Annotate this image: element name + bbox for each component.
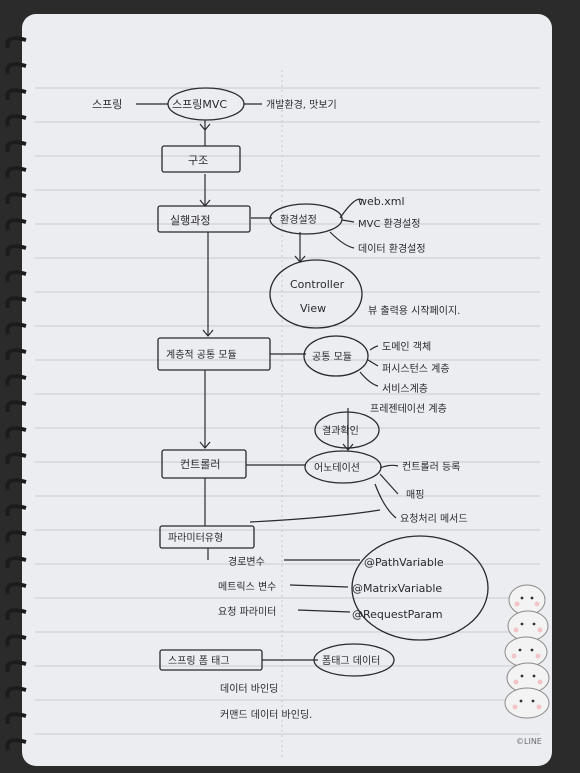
ellipse-controller: Controller [290,278,345,291]
line-watermark: ©LINE [516,737,542,746]
diagram-boxes [157,145,271,671]
form-command-binding: 커맨드 데이터 바인딩. [220,709,312,721]
annotation-matrix-variable: @MatrixVariable [352,582,442,595]
box-layered-modules: 계층적 공통 모듈 [166,349,237,361]
param-request: 요청 파라미터 [218,606,276,618]
controller-mapping: 매핑 [406,489,424,501]
ruled-lines [35,87,540,735]
config-data: 데이터 환경설정 [358,242,426,255]
ellipse-common-module: 공통 모듈 [312,351,352,363]
ellipse-env-setup: 환경설정 [280,213,317,226]
box-param-types: 파라미터유형 [168,532,223,544]
note-spring-mvc: 스프링MVC [172,98,227,111]
diagram-ellipses [167,87,489,677]
box-execution-flow: 실행과정 [170,214,210,227]
ellipse-annotation: 어노테이션 [314,462,360,474]
ellipse-view: View [300,302,326,315]
param-matrix-variable: 메트릭스 변수 [218,581,276,593]
config-web-xml: web.xml [358,195,405,208]
note-dev-env: 개발환경, 맛보기 [266,98,337,111]
diagram-connectors [136,103,399,661]
notebook-page [22,14,552,766]
ellipse-result-check: 결과확인 [322,425,359,437]
form-data-binding: 데이터 바인딩 [220,683,278,695]
box-controller: 컨트롤러 [180,458,220,471]
note-start-page: 뷰 출력용 시작페이지. [368,305,460,317]
param-path-variable: 경로변수 [228,555,265,568]
annotation-path-variable: @PathVariable [364,556,444,569]
box-spring-form-tag: 스프링 폼 태그 [168,655,230,667]
layer-domain: 도메인 객체 [382,341,431,353]
ellipse-form-tag-data: 폼태그 데이터 [322,655,380,667]
character-sticker [504,584,550,719]
layer-persistence: 퍼시스턴스 계층 [382,363,450,375]
layer-service: 서비스계층 [382,383,428,395]
controller-method: 요청처리 메서드 [400,513,468,525]
controller-register: 컨트롤러 등록 [402,461,460,473]
note-spring: 스프링 [92,98,122,111]
config-mvc: MVC 환경설정 [358,217,420,230]
layer-presentation: 프레젠테이션 계층 [370,403,447,415]
annotation-request-param: @RequestParam [352,608,443,621]
spiral-binding [5,36,27,751]
box-structure: 구조 [188,154,208,167]
